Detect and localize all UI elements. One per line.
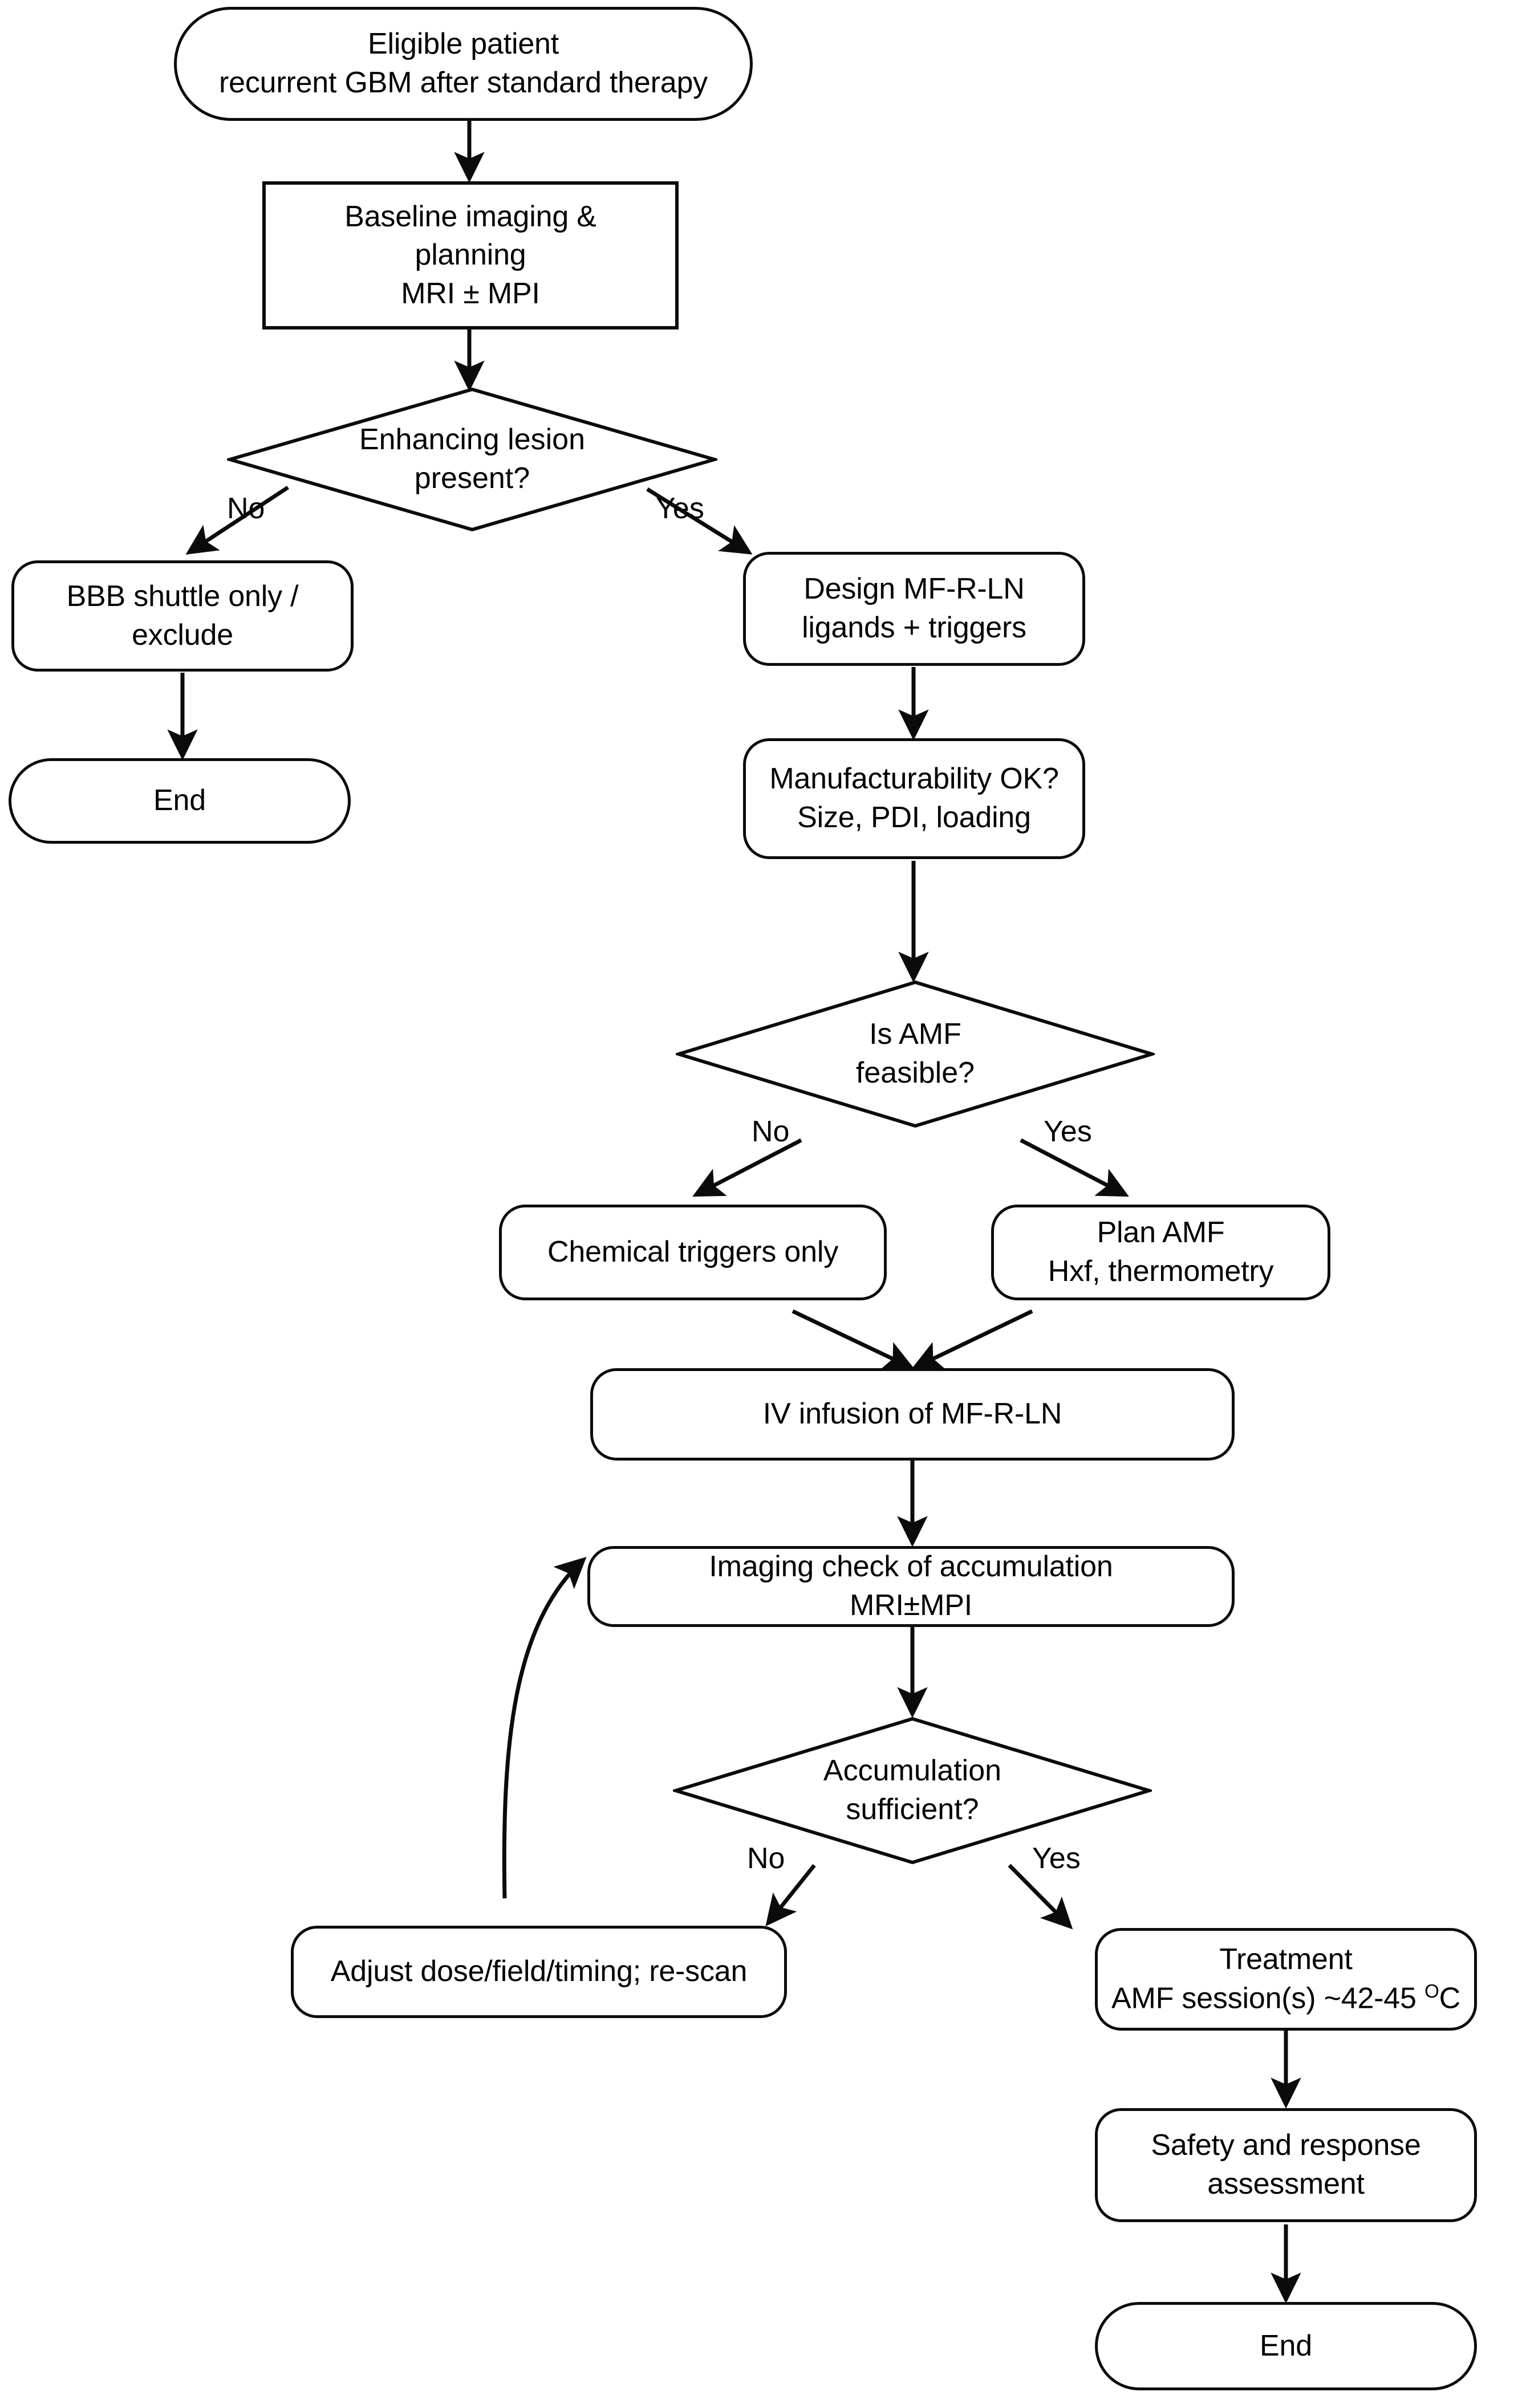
diamond-shape [673, 1716, 1152, 1865]
node-safety-assessment-label: Safety and response assessment [1151, 2129, 1421, 2200]
node-end-right[interactable]: End [1095, 2302, 1477, 2390]
node-chemical-triggers[interactable]: Chemical triggers only [499, 1205, 887, 1300]
edge-plan-iv [911, 1309, 1033, 1370]
edge-label-amf-no: No [752, 1115, 790, 1148]
node-safety-assessment[interactable]: Safety and response assessment [1095, 2108, 1477, 2222]
edge-accumulation-adjust [765, 1864, 816, 1926]
node-eligible-patient[interactable]: Eligible patient recurrent GBM after sta… [174, 7, 753, 121]
node-manufacturability-label: Manufacturability OK? Size, PDI, loading [769, 762, 1059, 834]
node-end-right-label: End [1260, 2329, 1312, 2362]
node-eligible-patient-label: Eligible patient recurrent GBM after sta… [219, 27, 708, 99]
edge-label-amf-yes: Yes [1044, 1115, 1092, 1148]
treatment-celsius: C [1439, 1982, 1461, 2015]
node-iv-infusion-label: IV infusion of MF-R-LN [762, 1397, 1062, 1431]
treatment-line-2: AMF session(s) ~42-45 [1111, 1982, 1424, 2015]
node-plan-amf[interactable]: Plan AMF Hxf, thermometry [991, 1205, 1330, 1300]
node-imaging-check[interactable]: Imaging check of accumulation MRI±MPI [587, 1546, 1235, 1627]
node-baseline-imaging[interactable]: Baseline imaging & planning MRI ± MPI [262, 181, 679, 330]
node-enhancing-lesion-label: Enhancing lesion present? [359, 423, 586, 495]
edge-chemical-iv [792, 1309, 915, 1370]
node-iv-infusion[interactable]: IV infusion of MF-R-LN [590, 1368, 1235, 1461]
node-chemical-triggers-label: Chemical triggers only [547, 1235, 838, 1269]
edge-amf-plan [1020, 1138, 1129, 1197]
node-adjust-dose-label: Adjust dose/field/timing; re-scan [330, 1955, 748, 1988]
node-manufacturability[interactable]: Manufacturability OK? Size, PDI, loading [743, 738, 1085, 859]
diamond-shape [676, 979, 1155, 1129]
edge-amf-chemical [692, 1138, 802, 1197]
edge-label-enhancing-no: No [227, 492, 265, 525]
node-baseline-imaging-label: Baseline imaging & planning MRI ± MPI [344, 200, 596, 310]
node-accumulation-decision[interactable]: Accumulation sufficient? [673, 1716, 1152, 1865]
node-bbb-shuttle-label: BBB shuttle only / exclude [66, 579, 299, 652]
edge-accumulation-treatment [1008, 1864, 1073, 1930]
node-imaging-check-label: Imaging check of accumulation MRI±MPI [709, 1550, 1113, 1622]
node-plan-amf-label: Plan AMF Hxf, thermometry [1048, 1216, 1274, 1288]
node-adjust-dose[interactable]: Adjust dose/field/timing; re-scan [291, 1926, 787, 2018]
diamond-shape [227, 387, 717, 532]
treatment-degree-symbol: O [1424, 1980, 1439, 2002]
node-design-mfrln-label: Design MF-R-LN ligands + triggers [802, 572, 1026, 644]
edge-label-accum-no: No [747, 1842, 785, 1875]
node-bbb-shuttle[interactable]: BBB shuttle only / exclude [11, 560, 354, 672]
edge-adjust-imaging-feedback [502, 1556, 587, 1899]
node-design-mfrln[interactable]: Design MF-R-LN ligands + triggers [743, 552, 1085, 666]
node-accumulation-label: Accumulation sufficient? [823, 1754, 1002, 1826]
edge-label-enhancing-yes: Yes [656, 492, 704, 525]
node-end-left-label: End [153, 784, 206, 817]
edge-label-accum-yes: Yes [1032, 1842, 1081, 1875]
node-amf-feasible-label: Is AMF feasible? [855, 1018, 975, 1089]
treatment-line-1: Treatment [1219, 1943, 1353, 1976]
edge-enhancing-design [646, 487, 753, 555]
node-amf-feasible-decision[interactable]: Is AMF feasible? [676, 979, 1155, 1129]
node-enhancing-lesion-decision[interactable]: Enhancing lesion present? [227, 387, 717, 532]
node-end-left[interactable]: End [9, 758, 351, 844]
edge-enhancing-bbb [185, 486, 289, 555]
